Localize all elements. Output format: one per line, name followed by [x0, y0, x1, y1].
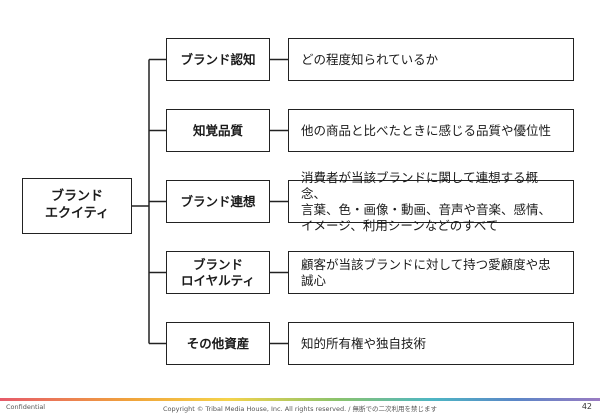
category-box-perceived-quality: 知覚品質 [166, 109, 270, 152]
footer-color-strip [0, 398, 600, 401]
description-line: 言葉、色・画像・動画、音声や音楽、感情、 [301, 201, 552, 217]
description-line: 消費者が当該ブランドに関して連想する概念、 [301, 169, 539, 201]
description-line: 顧客が当該ブランドに対して持つ愛顧度や忠 [301, 256, 551, 272]
description-line: 他の商品と比べたときに感じる品質や優位性 [301, 122, 552, 138]
description-text: 消費者が当該ブランドに関して連想する概念、 言葉、色・画像・動画、音声や音楽、感… [301, 170, 561, 234]
description-box-brand-association: 消費者が当該ブランドに関して連想する概念、 言葉、色・画像・動画、音声や音楽、感… [288, 170, 574, 233]
description-box-other-assets: 知的所有権や独自技術 [288, 322, 574, 365]
category-box-brand-association: ブランド連想 [166, 180, 270, 223]
category-label-line: ロイヤルティ [181, 272, 255, 288]
description-line: 誠心 [301, 272, 327, 288]
description-line: 知的所有権や独自技術 [301, 335, 427, 351]
description-box-perceived-quality: 他の商品と比べたときに感じる品質や優位性 [288, 109, 574, 152]
category-label: ブランド ロイヤルティ [181, 257, 255, 289]
root-label: ブランド エクイティ [45, 189, 109, 223]
description-text: 他の商品と比べたときに感じる品質や優位性 [301, 123, 551, 139]
category-label-line: 知覚品質 [192, 122, 243, 138]
description-text: 知的所有権や独自技術 [301, 336, 426, 352]
footer-copyright: Copyright © Tribal Media House, Inc. All… [163, 405, 437, 413]
root-label-line: エクイティ [45, 206, 109, 221]
description-line: どの程度知られているか [301, 51, 439, 67]
root-node: ブランド エクイティ [22, 178, 132, 234]
description-line: イメージ、利用シーンなどのすべて [301, 217, 499, 233]
page-number: 42 [581, 402, 592, 411]
description-text: 顧客が当該ブランドに対して持つ愛顧度や忠 誠心 [301, 257, 551, 289]
category-label-line: ブランド連想 [180, 193, 256, 209]
description-text: どの程度知られているか [301, 52, 438, 68]
category-box-brand-loyalty: ブランド ロイヤルティ [166, 251, 270, 294]
category-box-other-assets: その他資産 [166, 322, 270, 365]
root-label-line: ブランド [50, 189, 103, 205]
category-label: ブランド認知 [180, 52, 255, 68]
footer-confidential: Confidential [6, 403, 46, 411]
category-box-brand-awareness: ブランド認知 [166, 38, 270, 81]
description-box-brand-loyalty: 顧客が当該ブランドに対して持つ愛顧度や忠 誠心 [288, 251, 574, 294]
category-label: その他資産 [187, 336, 250, 352]
category-label-line: ブランド認知 [180, 51, 256, 67]
category-label: 知覚品質 [193, 123, 243, 139]
description-box-brand-awareness: どの程度知られているか [288, 38, 574, 81]
category-label-line: ブランド [192, 256, 243, 272]
category-label: ブランド連想 [180, 194, 255, 210]
category-label-line: その他資産 [186, 335, 250, 351]
